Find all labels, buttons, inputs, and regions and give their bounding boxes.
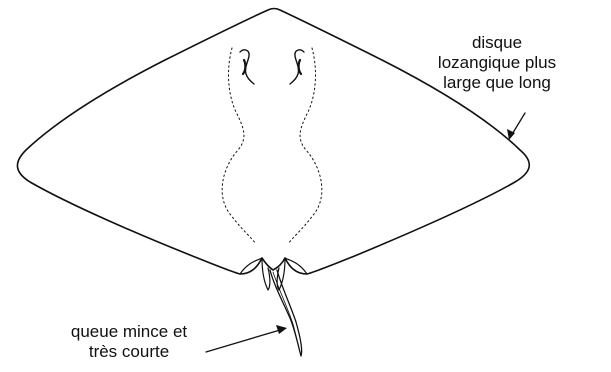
tail-annotation: queue mince et très courte — [44, 322, 214, 362]
right-spiracle — [299, 60, 301, 74]
left-eye — [240, 50, 254, 84]
disc-annotation-line-1: disque — [432, 33, 562, 53]
body-dotted-outline — [222, 48, 322, 244]
left-spiracle — [243, 60, 245, 74]
disc-annotation-line-3: large que long — [432, 73, 562, 93]
tail-arrowhead — [276, 325, 287, 334]
tail-inner-line — [273, 272, 300, 352]
tail-callout-line — [206, 330, 280, 352]
tail-annotation-line-1: queue mince et — [44, 322, 214, 342]
tail-annotation-line-2: très courte — [44, 342, 214, 362]
right-eye — [290, 50, 304, 84]
disc-annotation: disque lozangique plus large que long — [432, 33, 562, 93]
disc-annotation-line-2: lozangique plus — [432, 53, 562, 73]
tail — [270, 270, 302, 356]
